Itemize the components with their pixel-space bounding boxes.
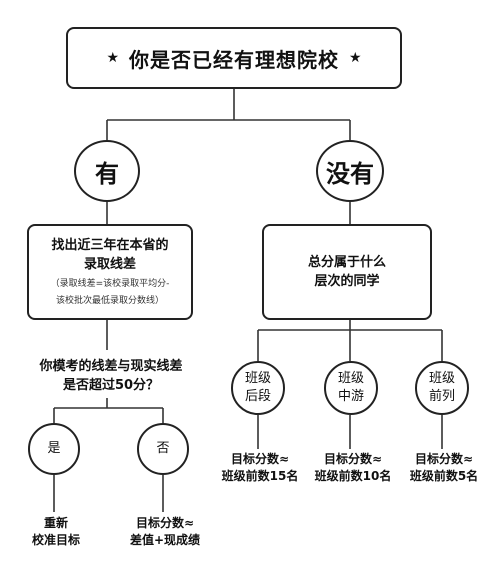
- star-icon-right: ★: [349, 50, 362, 66]
- level-front-circle: 班级 前列: [415, 361, 469, 415]
- recalibrate-line-1: 重新: [43, 516, 68, 530]
- branch-no-circle: 没有: [316, 140, 384, 202]
- score-gap-box: 找出近三年在本省的 录取线差 （录取线差=该校录取平均分- 该校批次最低录取分数…: [27, 224, 193, 320]
- answer-yes-label: 是: [47, 441, 61, 456]
- score-level-box: 总分属于什么 层次的同学: [262, 224, 432, 320]
- branch-no-label: 没有: [326, 159, 374, 188]
- target-top5-text: 目标分数≈ 班级前数5名: [397, 451, 491, 485]
- target-difference-line-2: 差值+现成绩: [129, 533, 201, 547]
- branch-yes-circle: 有: [74, 140, 140, 202]
- level-middle-circle: 班级 中游: [324, 361, 378, 415]
- score-gap-note-2: 该校批次最低录取分数线）: [55, 296, 164, 306]
- score-level-heading-1: 总分属于什么: [307, 255, 386, 270]
- title-text: 你是否已经有理想院校: [129, 47, 339, 72]
- level-front-line-1: 班级: [428, 371, 455, 386]
- level-rear-line-2: 后段: [244, 389, 271, 404]
- level-rear-line-1: 班级: [244, 371, 271, 386]
- target-by-difference-text: 目标分数≈ 差值+现成绩: [110, 515, 220, 549]
- level-middle-line-1: 班级: [337, 371, 364, 386]
- answer-no-label: 否: [156, 441, 170, 456]
- level-front-line-2: 前列: [428, 389, 455, 404]
- target-top10-line-1: 目标分数≈: [323, 452, 383, 466]
- score-level-heading-2: 层次的同学: [314, 274, 380, 289]
- target-top15-text: 目标分数≈ 班级前数15名: [212, 451, 308, 485]
- branch-yes-label: 有: [95, 159, 119, 188]
- target-top10-line-2: 班级前数10名: [314, 469, 392, 483]
- gap-question: 你模考的线差与现实线差 是否超过50分？: [0, 357, 222, 395]
- target-top15-line-1: 目标分数≈: [230, 452, 290, 466]
- target-top5-line-2: 班级前数5名: [409, 469, 479, 483]
- target-top15-line-2: 班级前数15名: [221, 469, 299, 483]
- answer-no-circle: 否: [137, 423, 189, 475]
- answer-yes-circle: 是: [28, 423, 80, 475]
- level-middle-line-2: 中游: [337, 389, 364, 404]
- target-top10-text: 目标分数≈ 班级前数10名: [305, 451, 401, 485]
- gap-question-line-1: 你模考的线差与现实线差: [39, 359, 183, 374]
- score-gap-note-1: （录取线差=该校录取平均分-: [50, 279, 170, 289]
- star-icon-left: ★: [106, 50, 119, 66]
- recalibrate-target-text: 重新 校准目标: [16, 515, 96, 549]
- score-gap-heading-1: 找出近三年在本省的: [51, 238, 169, 253]
- recalibrate-line-2: 校准目标: [31, 533, 80, 547]
- level-rear-circle: 班级 后段: [231, 361, 285, 415]
- target-difference-line-1: 目标分数≈: [135, 516, 195, 530]
- score-gap-heading-2: 录取线差: [83, 257, 136, 272]
- target-top5-line-1: 目标分数≈: [414, 452, 474, 466]
- gap-question-line-2: 是否超过50分？: [62, 378, 160, 393]
- title-box: ★ 你是否已经有理想院校 ★: [66, 27, 402, 89]
